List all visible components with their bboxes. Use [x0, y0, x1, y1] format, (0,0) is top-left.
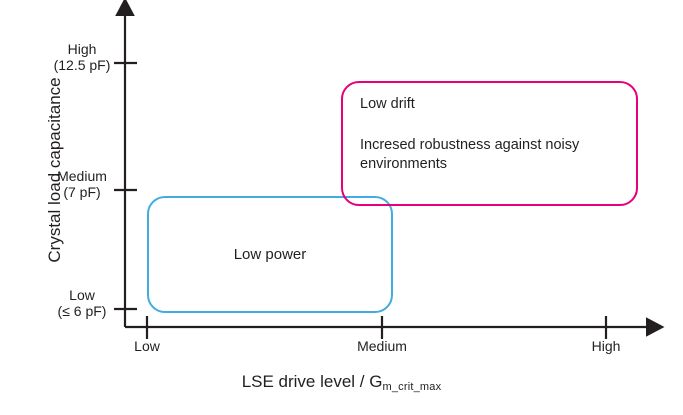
y-tick-label-low-unit: (≤ 6 pF) — [57, 303, 107, 319]
x-tick-label-low: Low — [134, 338, 160, 354]
region-low-drift[interactable]: Low drift Incresed robustness against no… — [341, 81, 638, 206]
region-low-power-label: Low power — [233, 246, 307, 263]
y-tick-label-medium-name: Medium — [57, 168, 107, 184]
y-tick-label-medium: Medium (7 pF) — [22, 168, 142, 200]
y-tick-label-high-unit: (12.5 pF) — [53, 57, 111, 73]
y-tick-label-high-name: High — [67, 41, 97, 57]
y-tick-label-medium-unit: (7 pF) — [63, 184, 101, 200]
y-tick-label-high: High (12.5 pF) — [22, 41, 142, 73]
region-low-drift-text: Low drift Incresed robustness against no… — [360, 95, 622, 174]
y-tick-label-low-name: Low — [69, 287, 95, 303]
region-low-drift-line-secondary: Incresed robustness against noisy enviro… — [360, 137, 580, 172]
x-axis-title-subscript: m_crit_max — [382, 381, 442, 394]
x-axis-title-main: LSE drive level / G — [241, 372, 383, 391]
region-low-drift-line-primary: Low drift — [360, 96, 415, 112]
x-tick-label-high: High — [591, 338, 621, 354]
y-tick-label-low: Low (≤ 6 pF) — [22, 287, 142, 319]
x-axis-title: LSE drive level / Gm_crit_max — [0, 372, 683, 393]
region-low-power[interactable]: Low power — [147, 196, 393, 313]
x-tick-label-medium: Medium — [357, 338, 407, 354]
